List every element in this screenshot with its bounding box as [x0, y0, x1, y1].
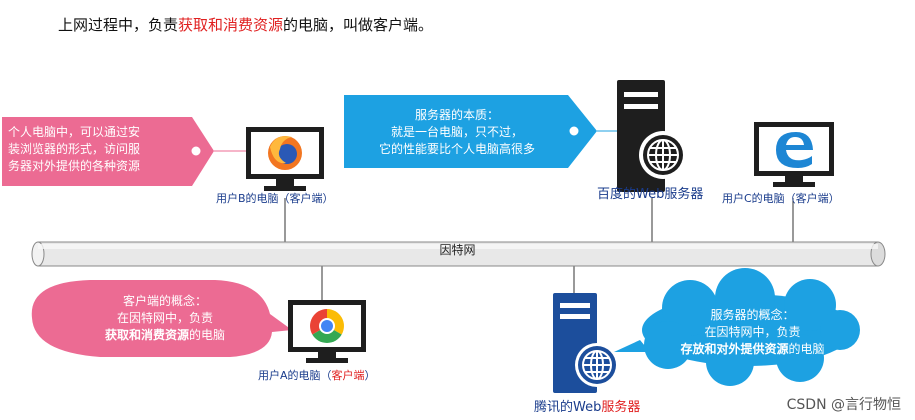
globe-icon	[639, 131, 687, 179]
client-concept-line: 客户端的概念：	[122, 294, 207, 308]
tag-left-line: 个人电脑中，可以通过安	[8, 125, 141, 139]
firefox-icon	[268, 136, 302, 170]
page-title: 上网过程中，负责获取和消费资源的电脑，叫做客户端。	[58, 14, 433, 35]
tag-server-line: 就是一台电脑，只不过，	[390, 125, 523, 139]
label-user-a-suffix: ）	[364, 369, 376, 382]
globe-icon	[575, 343, 619, 387]
monitor-user-c	[754, 122, 834, 187]
server-concept-cloud	[614, 268, 860, 386]
label-user-a: 用户A的电脑（客户端）	[258, 367, 376, 383]
server-tencent	[553, 293, 619, 393]
label-user-b: 用户B的电脑（客户端）	[216, 192, 334, 205]
internet-label: 因特网	[439, 243, 476, 257]
client-concept-text: 客户端的概念： 在因特网中，负责 获取和消费资源的电脑	[55, 293, 275, 344]
monitor-user-a	[288, 300, 366, 363]
server-concept-rest: 的电脑	[788, 342, 825, 356]
tag-left-shape	[2, 117, 214, 186]
server-concept-line: 在因特网中，负责	[704, 325, 801, 339]
label-tencent-server: 腾讯的Web服务器	[534, 396, 640, 415]
client-concept-line: 获取和消费资源的电脑	[55, 327, 275, 344]
label-baidu-server: 百度的Web服务器	[597, 187, 704, 202]
client-concept-line: 在因特网中，负责	[116, 311, 213, 325]
server-concept-text: 服务器的概念： 在因特网中，负责 存放和对外提供资源的电脑	[650, 307, 855, 358]
tag-server-line: 它的性能要比个人电脑高很多	[378, 142, 535, 156]
tag-left-line: 装浏览器的形式，访问服	[8, 142, 141, 156]
title-highlight: 获取和消费资源	[178, 16, 284, 34]
label-user-c: 用户C的电脑（客户端）	[722, 192, 840, 205]
chrome-icon	[310, 309, 344, 343]
title-text: 上网过程中，负责	[58, 16, 179, 34]
server-concept-line: 服务器的概念：	[710, 308, 795, 322]
client-concept-bold: 获取和消费资源	[104, 328, 189, 342]
client-concept-bubble	[31, 280, 293, 357]
internet-pipe	[31, 241, 886, 267]
tag-server-shape	[344, 95, 597, 168]
monitor-user-b	[246, 127, 324, 191]
tag-left-line: 务器对外提供的各种资源	[8, 159, 141, 173]
title-text-end: 的电脑，叫做客户端。	[283, 16, 434, 34]
edge-icon	[776, 132, 813, 168]
server-baidu	[617, 80, 687, 192]
server-concept-line: 存放和对外提供资源的电脑	[650, 341, 855, 358]
tag-server-line: 服务器的本质：	[414, 108, 499, 122]
label-tencent-prefix: 腾讯的Web	[534, 400, 602, 415]
tag-server-text: 服务器的本质： 就是一台电脑，只不过， 它的性能要比个人电脑高很多	[352, 107, 562, 158]
server-concept-bold: 存放和对外提供资源	[680, 342, 789, 356]
watermark: CSDN @言行物恒	[786, 397, 901, 413]
tag-left-text: 个人电脑中，可以通过安 装浏览器的形式，访问服 务器对外提供的各种资源	[8, 124, 190, 175]
label-user-a-red: 客户端	[331, 369, 365, 382]
label-user-a-prefix: 用户A的电脑（	[258, 369, 332, 382]
client-concept-rest: 的电脑	[189, 328, 226, 342]
label-tencent-red: 服务器	[601, 400, 641, 415]
